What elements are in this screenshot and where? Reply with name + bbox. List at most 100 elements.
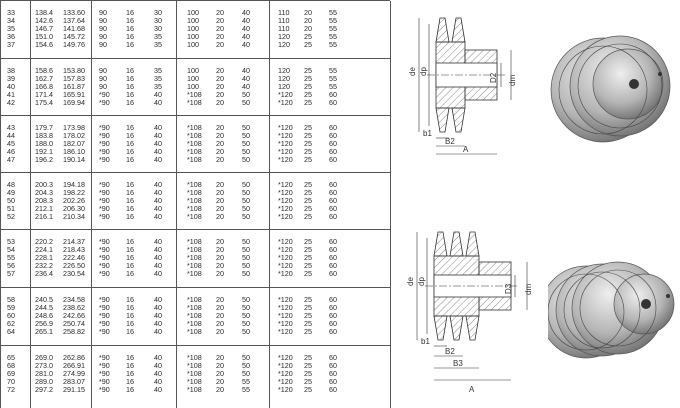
table-cell: *120: [278, 253, 293, 262]
table-cell: 269.0: [35, 353, 53, 362]
table-cell: 40: [154, 303, 162, 312]
table-cell: 40: [242, 66, 250, 75]
table-cell: 60: [329, 212, 337, 221]
table-cell: *90: [99, 319, 110, 328]
table-cell: 100: [187, 24, 199, 33]
table-cell: 236.4: [35, 269, 53, 278]
table-cell: *108: [187, 369, 202, 378]
table-cell: 50: [242, 237, 250, 246]
table-cell: *108: [187, 180, 202, 189]
table-cell: 16: [126, 353, 134, 362]
b1-label-bottom: b1: [421, 337, 430, 346]
table-cell: 20: [216, 212, 224, 221]
table-cell: *90: [99, 261, 110, 270]
table-cell: *90: [99, 180, 110, 189]
table-cell: 100: [187, 16, 199, 25]
table-cell: 20: [216, 237, 224, 246]
table-cell: 188.0: [35, 139, 53, 148]
table-cell: 218.43: [63, 245, 85, 254]
table-cell: *90: [99, 361, 110, 370]
table-cell: 120: [278, 32, 290, 41]
table-cell: 137.64: [63, 16, 85, 25]
table-cell: *108: [187, 204, 202, 213]
table-cell: 25: [304, 32, 312, 41]
table-cell: *108: [187, 253, 202, 262]
table-column-divider: [176, 1, 177, 408]
dp-label: dp: [419, 67, 428, 76]
table-cell: 25: [304, 303, 312, 312]
table-cell: 20: [216, 147, 224, 156]
table-cell: 34: [7, 16, 15, 25]
table-cell: 240.5: [35, 295, 53, 304]
table-cell: 50: [242, 327, 250, 336]
table-cell: 40: [154, 155, 162, 164]
table-cell: 40: [154, 269, 162, 278]
table-cell: 55: [7, 253, 15, 262]
table-cell: 55: [329, 32, 337, 41]
table-cell: 141.68: [63, 24, 85, 33]
dm-label: dm: [508, 75, 517, 86]
table-cell: 208.3: [35, 196, 53, 205]
table-cell: 25: [304, 237, 312, 246]
de-label: de: [408, 67, 417, 76]
table-cell: 16: [126, 361, 134, 370]
table-cell: 35: [7, 24, 15, 33]
table-cell: 40: [154, 353, 162, 362]
table-cell: 178.02: [63, 131, 85, 140]
table-cell: 20: [216, 377, 224, 386]
table-cell: 35: [154, 82, 162, 91]
table-cell: 20: [216, 385, 224, 394]
table-cell: 40: [154, 180, 162, 189]
table-cell: 146.7: [35, 24, 53, 33]
table-cell: 25: [304, 155, 312, 164]
table-cell: 16: [126, 82, 134, 91]
table-cell: 133.60: [63, 8, 85, 17]
table-cell: 20: [304, 16, 312, 25]
table-cell: 226.50: [63, 261, 85, 270]
table-cell: 50: [242, 123, 250, 132]
table-cell: 110: [278, 24, 290, 33]
table-cell: 25: [304, 66, 312, 75]
table-cell: 224.1: [35, 245, 53, 254]
table-cell: 206.30: [63, 204, 85, 213]
table-cell: 60: [7, 311, 15, 320]
table-cell: 25: [304, 123, 312, 132]
table-cell: *108: [187, 90, 202, 99]
table-cell: 65: [7, 353, 15, 362]
table-cell: 35: [154, 74, 162, 83]
table-cell: 234.58: [63, 295, 85, 304]
table-cell: 20: [216, 74, 224, 83]
table-cell: 40: [154, 237, 162, 246]
a-label: A: [463, 145, 469, 154]
table-cell: 175.4: [35, 98, 53, 107]
table-cell: 40: [154, 196, 162, 205]
table-cell: 161.87: [63, 82, 85, 91]
table-cell: 38: [7, 66, 15, 75]
table-cell: 55: [242, 377, 250, 386]
table-cell: 68: [7, 361, 15, 370]
table-column-divider: [269, 1, 270, 408]
table-cell: 60: [329, 147, 337, 156]
table-cell: 40: [242, 74, 250, 83]
table-cell: *108: [187, 319, 202, 328]
table-cell: 16: [126, 237, 134, 246]
table-cell: 50: [242, 261, 250, 270]
table-cell: 20: [216, 8, 224, 17]
table-cell: 40: [242, 16, 250, 25]
table-cell: 40: [242, 32, 250, 41]
table-cell: 20: [216, 40, 224, 49]
table-cell: *90: [99, 123, 110, 132]
table-cell: *120: [278, 361, 293, 370]
table-cell: 90: [99, 24, 107, 33]
table-cell: 25: [304, 98, 312, 107]
table-cell: *90: [99, 90, 110, 99]
